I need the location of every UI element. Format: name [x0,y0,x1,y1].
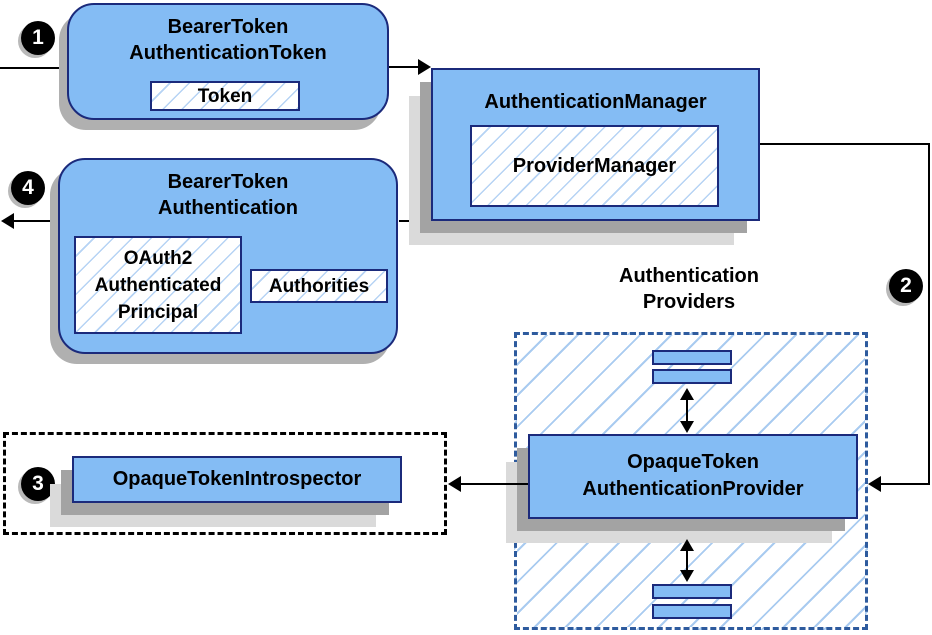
top-double-arrow-up-head [680,388,694,400]
authentication-manager-node: AuthenticationManager ProviderManager [431,68,760,221]
provider-stack-bar [652,350,732,365]
request-in-line [0,67,67,69]
bearer-token-authentication-node: BearerToken Authentication OAuth2 Authen… [58,158,398,354]
authentication-providers-label: Authentication Providers [619,265,759,313]
provider-to-introspector-arrowhead [448,476,461,492]
token-to-manager-arrowhead [418,59,431,75]
step-3-badge: 3 [21,467,55,501]
top-double-arrow-line [686,398,688,423]
provider-stack-bar [652,369,732,384]
into-providers-arrowhead [868,476,881,492]
bearer-token-authentication-token-title: BearerToken AuthenticationToken [129,16,327,64]
provider-manager-box: ProviderManager [470,125,719,207]
manager-out-line [760,143,930,145]
bearer-token-authentication-title: BearerToken Authentication [158,171,298,219]
step-4-badge: 4 [11,171,45,205]
opaque-token-authentication-provider-node: OpaqueToken AuthenticationProvider [528,434,858,519]
token-box: Token [150,81,300,111]
authorities-box: Authorities [250,269,388,303]
authentication-out-arrowhead [1,213,14,229]
manager-down-line [928,143,930,485]
provider-stack-bar [652,604,732,619]
bottom-double-arrow-up-head [680,539,694,551]
bearer-token-authentication-token-node: BearerToken AuthenticationToken Token [67,3,389,120]
manager-to-authentication-line [399,220,432,222]
introspector-group [3,432,447,535]
provider-stack-bar [652,584,732,599]
step-1-badge: 1 [21,21,55,55]
token-to-manager-line [389,66,419,68]
provider-to-introspector-line [459,483,528,485]
bottom-double-arrow-line [686,549,688,573]
into-providers-line [881,483,930,485]
opaque-token-introspector-node: OpaqueTokenIntrospector [72,456,402,503]
opaque-token-authentication-provider-title: OpaqueToken AuthenticationProvider [582,451,804,500]
step-2-badge: 2 [889,269,923,303]
authentication-out-line [13,220,58,222]
bottom-double-arrow-down-head [680,570,694,582]
opaque-token-introspector-title: OpaqueTokenIntrospector [112,468,362,490]
authentication-manager-title: AuthenticationManager [484,91,707,113]
oauth2-authenticated-principal-box: OAuth2 Authenticated Principal [74,236,242,334]
top-double-arrow-down-head [680,421,694,433]
